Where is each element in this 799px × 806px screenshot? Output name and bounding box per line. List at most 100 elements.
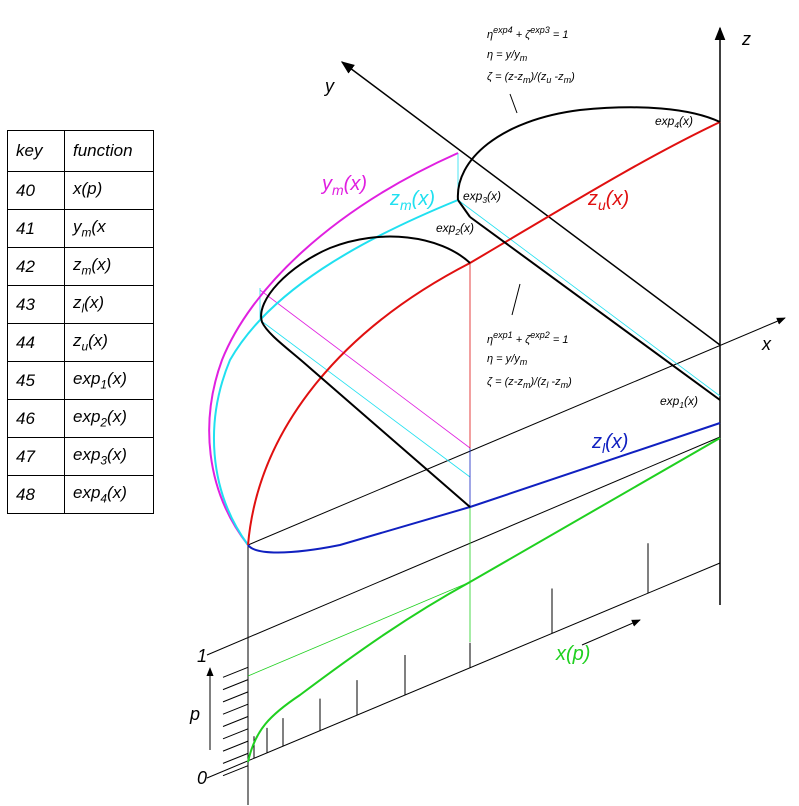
function-base: exp — [73, 407, 101, 427]
function-sub: 4 — [100, 491, 108, 506]
p-tick — [222, 666, 249, 678]
green-projection-line — [247, 581, 471, 677]
p-tick — [222, 716, 249, 727]
ym-label: ym(x) — [320, 173, 367, 198]
function-sub: 1 — [100, 377, 108, 392]
function-rest: (x) — [91, 255, 112, 275]
key-cell: 46 — [7, 399, 65, 438]
equations-lower: ηexp1 + ζexp2 = 1 η = y/ym ζ = (z-zm)/(z… — [487, 330, 572, 390]
key-cell: 45 — [7, 361, 65, 400]
y-axis-label: y — [323, 76, 335, 96]
exp4-label: exp4(x) — [655, 114, 693, 130]
function-base: z — [73, 255, 82, 275]
function-sub: m — [81, 225, 92, 240]
function-sub: l — [81, 301, 85, 316]
base-line-p1 — [206, 436, 721, 656]
equation-upper-3: ζ = (z-zm)/(zu -zm) — [487, 71, 575, 85]
p-max-label: 1 — [197, 646, 207, 666]
base-line-p0 — [206, 562, 721, 779]
p-min-label: 0 — [197, 768, 207, 788]
function-rest: (x) — [107, 407, 127, 427]
column-header-function: function — [64, 130, 154, 172]
function-rest: (x) — [88, 331, 108, 351]
column-header-key: key — [7, 130, 65, 172]
key-cell: 42 — [7, 247, 65, 286]
table-row: 46 exp2(x) — [7, 399, 154, 438]
xp-curve — [247, 437, 721, 763]
exp1-label: exp1(x) — [660, 394, 698, 410]
ym-curve — [208, 152, 459, 546]
zm-projection-line — [259, 319, 471, 478]
function-cell: zu(x) — [64, 323, 154, 362]
zm-curve — [213, 199, 459, 546]
zm-label: zm(x) — [389, 188, 435, 213]
exp-lower-line — [457, 199, 471, 218]
p-tick — [222, 703, 249, 715]
p-tick — [222, 765, 249, 777]
zm-projection-line-2 — [457, 199, 721, 397]
function-base: exp — [73, 483, 101, 503]
exp2-label: exp2(x) — [436, 221, 474, 237]
p-tick — [222, 740, 249, 752]
p-axis-label: p — [189, 704, 200, 724]
function-base: y — [73, 217, 82, 237]
exp-lower-contour — [260, 235, 471, 508]
function-cell: exp4(x) — [64, 475, 154, 514]
function-cell: zm(x) — [64, 247, 154, 286]
p-axis-ticks — [222, 666, 249, 777]
equations-upper: ηexp4 + ζexp3 = 1 η = y/ym ζ = (z-zm)/(z… — [487, 25, 575, 85]
x-axis-ticks — [253, 543, 649, 759]
function-cell: x(p) — [64, 171, 154, 210]
equation-upper-1: ηexp4 + ζexp3 = 1 — [487, 25, 568, 41]
zl-label: zl(x) — [591, 431, 628, 456]
function-cell: exp1(x) — [64, 361, 154, 400]
p-tick — [222, 752, 249, 764]
xp-label: x(p) — [555, 643, 590, 665]
p-tick — [222, 728, 249, 740]
equation-lower-1: ηexp1 + ζexp2 = 1 — [487, 330, 568, 346]
function-sub: m — [81, 263, 92, 278]
table-row: 43 zl(x) — [7, 285, 154, 324]
function-cell: ym(x — [64, 209, 154, 248]
function-base: exp — [73, 445, 101, 465]
table-header-row: key function — [7, 130, 154, 172]
key-cell: 48 — [7, 475, 65, 514]
function-base: exp — [73, 369, 101, 389]
p-tick — [222, 679, 249, 691]
exp3-label: exp3(x) — [463, 189, 501, 205]
x-axis-label: x — [761, 334, 772, 354]
key-cell: 43 — [7, 285, 65, 324]
x-direction-arrow — [581, 619, 641, 646]
function-sub: u — [81, 339, 89, 354]
leader-lower — [511, 283, 521, 316]
function-rest: (x — [91, 217, 106, 237]
exp1-line — [469, 216, 721, 401]
zu-label: zu(x) — [587, 188, 629, 213]
p-tick — [222, 691, 249, 703]
function-rest: (x) — [84, 293, 104, 313]
zl-curve — [247, 422, 721, 554]
function-sub: 2 — [100, 415, 108, 430]
equation-lower-2: η = y/ym — [487, 353, 528, 367]
leader-upper — [509, 93, 518, 114]
function-base: x(p) — [73, 179, 103, 199]
key-cell: 44 — [7, 323, 65, 362]
ym-projection-line — [259, 289, 471, 449]
y-axis — [340, 61, 721, 346]
zu-curve — [247, 121, 721, 546]
function-base: z — [73, 331, 82, 351]
function-rest: (x) — [107, 445, 127, 465]
z-axis-label: z — [741, 29, 751, 49]
equation-upper-2: η = y/ym — [487, 49, 528, 63]
x-axis — [247, 317, 786, 546]
function-base: z — [73, 293, 82, 313]
function-rest: (x) — [107, 483, 127, 503]
function-sub: 3 — [100, 453, 108, 468]
function-rest: (x) — [107, 369, 127, 389]
